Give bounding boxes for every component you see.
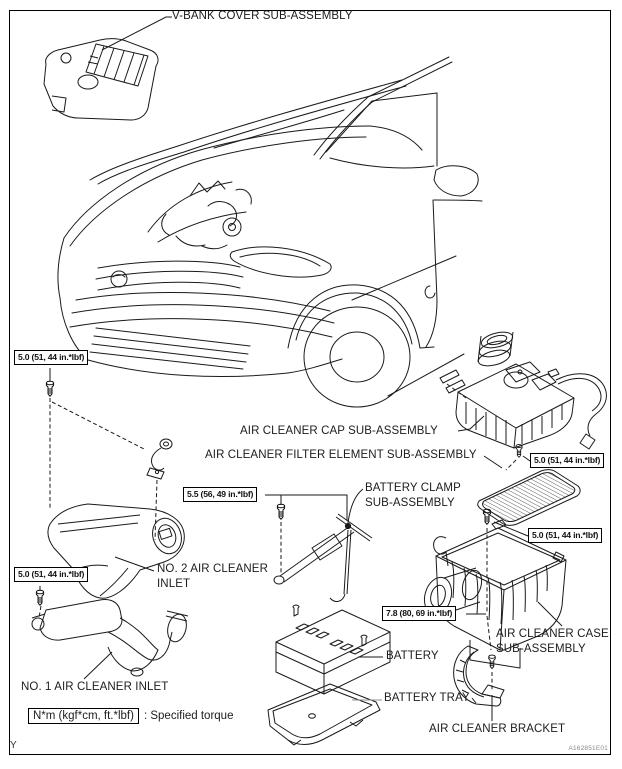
torque-spec-cap-bolt: 5.0 (51, 44 in.*lbf) bbox=[530, 453, 605, 468]
torque-legend: N*m (kgf*cm, ft.*lbf) : Specified torque bbox=[28, 708, 233, 724]
battery-drawing bbox=[275, 604, 391, 695]
part-label-air-cleaner-case-line1: AIR CLEANER CASE bbox=[496, 628, 609, 640]
part-label-air-cleaner-cap: AIR CLEANER CAP SUB-ASSEMBLY bbox=[240, 425, 438, 437]
torque-units-box: N*m (kgf*cm, ft.*lbf) bbox=[28, 708, 139, 724]
air-cleaner-case-drawing bbox=[423, 519, 567, 669]
part-label-battery-clamp-line2: SUB-ASSEMBLY bbox=[365, 496, 455, 509]
part-label-no2-air-cleaner-inlet: NO. 2 AIR CLEANER INLET bbox=[157, 562, 268, 592]
no1-air-cleaner-inlet-drawing bbox=[31, 599, 189, 677]
no2-air-cleaner-inlet-drawing bbox=[47, 503, 185, 599]
v-bank-cover-drawing bbox=[43, 38, 159, 121]
torque-spec-bracket-bolt: 7.8 (80, 69 in.*lbf) bbox=[382, 606, 457, 621]
part-label-no1-air-cleaner-inlet: NO. 1 AIR CLEANER INLET bbox=[21, 681, 169, 693]
page-letter: Y bbox=[10, 740, 17, 751]
part-label-battery-tray: BATTERY TRAY bbox=[384, 692, 470, 704]
torque-spec-battery-clamp-bolt: 5.5 (56, 49 in.*lbf) bbox=[183, 487, 258, 502]
part-label-air-cleaner-filter-element: AIR CLEANER FILTER ELEMENT SUB-ASSEMBLY bbox=[205, 449, 477, 461]
part-label-v-bank-cover: V-BANK COVER SUB-ASSEMBLY bbox=[172, 10, 353, 22]
torque-legend-description: : Specified torque bbox=[143, 710, 234, 722]
bolt-icon bbox=[276, 503, 286, 520]
bolt-icon bbox=[488, 654, 496, 670]
bolt-icon bbox=[45, 380, 55, 397]
part-label-battery-clamp: BATTERY CLAMP SUB-ASSEMBLY bbox=[365, 481, 461, 510]
air-cleaner-filter-drawing bbox=[477, 469, 581, 526]
part-label-air-cleaner-case-line2: SUB-ASSEMBLY bbox=[496, 643, 586, 655]
figure-border bbox=[9, 10, 611, 755]
part-label-battery-clamp-line1: BATTERY CLAMP bbox=[365, 482, 461, 494]
leader-lines bbox=[39, 16, 563, 721]
air-cleaner-cap-drawing bbox=[439, 331, 607, 450]
battery-tray-drawing bbox=[267, 683, 381, 746]
torque-spec-no1-inlet-bolt: 5.0 (51, 44 in.*lbf) bbox=[14, 567, 89, 582]
vehicle-drawing bbox=[57, 56, 483, 408]
part-label-battery: BATTERY bbox=[386, 650, 439, 662]
part-label-no2-inlet-line1: NO. 2 AIR CLEANER bbox=[157, 563, 268, 575]
air-cleaner-bracket-drawing bbox=[453, 645, 505, 707]
bolt-icon bbox=[35, 589, 45, 606]
battery-clamp-drawing bbox=[273, 513, 373, 602]
bolt-icons bbox=[35, 380, 523, 670]
assembly-axis-lines bbox=[38, 383, 517, 690]
torque-spec-no2-inlet-bolt: 5.0 (51, 44 in.*lbf) bbox=[14, 350, 89, 365]
part-label-air-cleaner-bracket: AIR CLEANER BRACKET bbox=[429, 723, 566, 735]
torque-spec-case-bolt: 5.0 (51, 44 in.*lbf) bbox=[528, 528, 603, 543]
part-label-air-cleaner-case: AIR CLEANER CASE SUB-ASSEMBLY bbox=[496, 627, 609, 657]
part-label-no2-inlet-line2: INLET bbox=[157, 578, 191, 590]
figure-code: A162851E01 bbox=[568, 745, 608, 752]
